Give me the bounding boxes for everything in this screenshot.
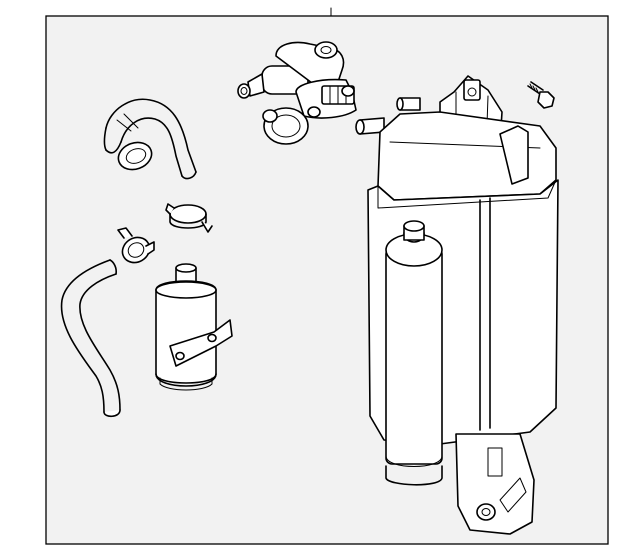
charcoal-canister-part bbox=[355, 75, 559, 535]
vapor-hose-upper-part bbox=[103, 98, 197, 180]
hose-clamp-upper-part bbox=[165, 203, 213, 233]
vapor-hose-lower-part bbox=[60, 259, 121, 418]
purge-valve-part bbox=[237, 41, 357, 145]
hose-clamp-lower-part bbox=[117, 227, 155, 264]
mounting-bolt-part bbox=[527, 81, 555, 109]
filter-part bbox=[155, 263, 233, 391]
